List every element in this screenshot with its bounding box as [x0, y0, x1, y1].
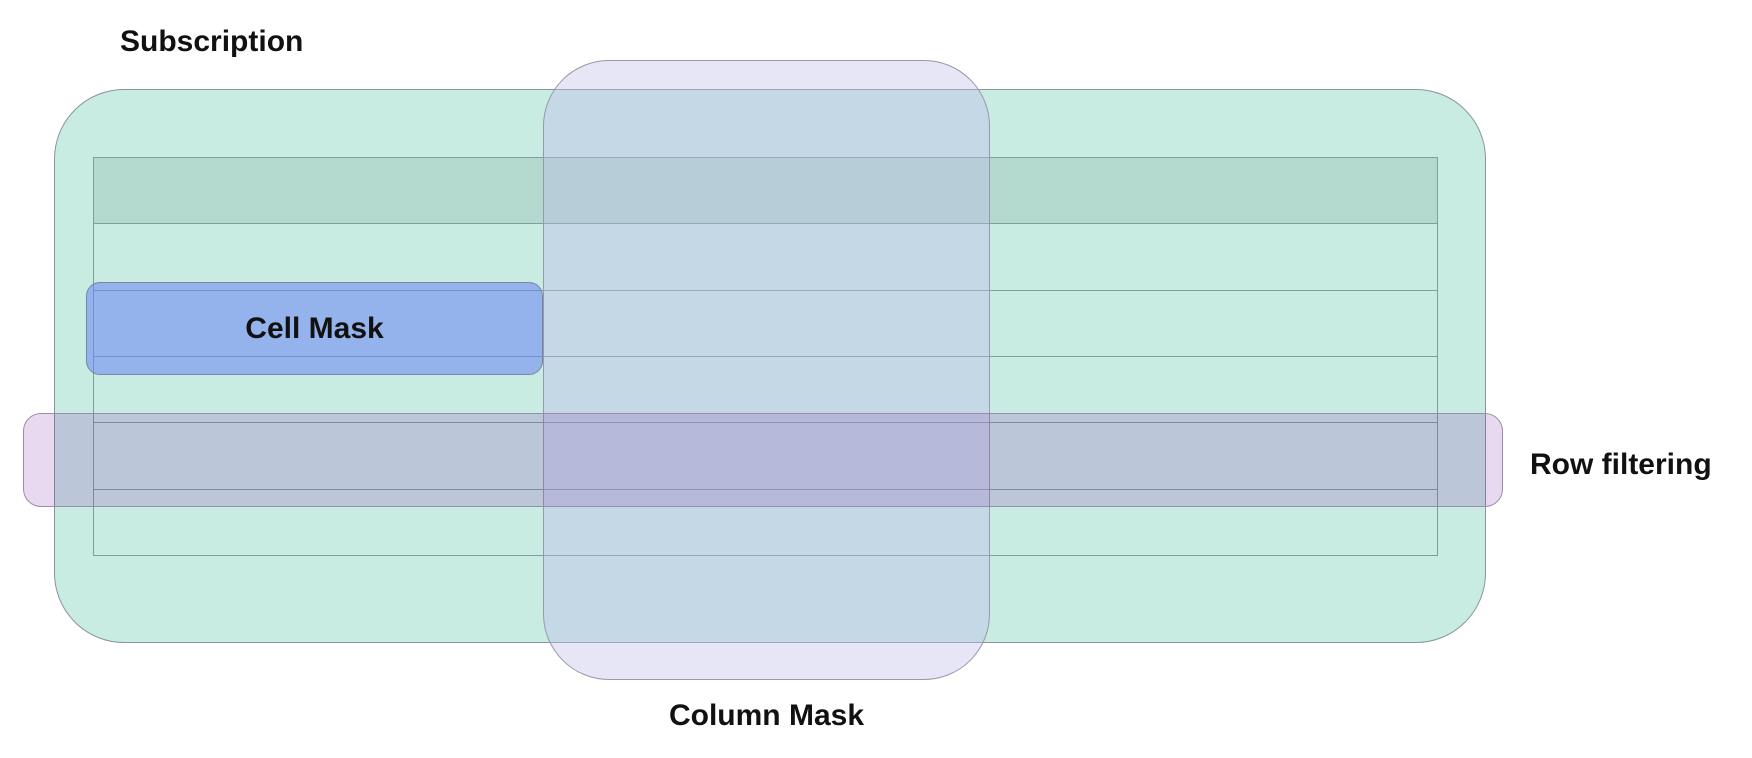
table-row	[94, 289, 1437, 356]
table-row	[94, 223, 1437, 289]
row-filtering-label: Row filtering	[1530, 448, 1712, 481]
table-row	[94, 355, 1437, 422]
table-region	[93, 157, 1438, 556]
subscription-label: Subscription	[120, 25, 304, 58]
row-filter-region	[23, 413, 1503, 507]
table-row	[94, 422, 1437, 488]
cell-mask-region: Cell Mask	[86, 282, 543, 375]
table-header-row	[94, 158, 1437, 224]
cell-mask-label: Cell Mask	[245, 311, 384, 345]
column-mask-region	[543, 60, 990, 680]
table-row	[94, 488, 1437, 555]
column-mask-label: Column Mask	[668, 699, 865, 732]
